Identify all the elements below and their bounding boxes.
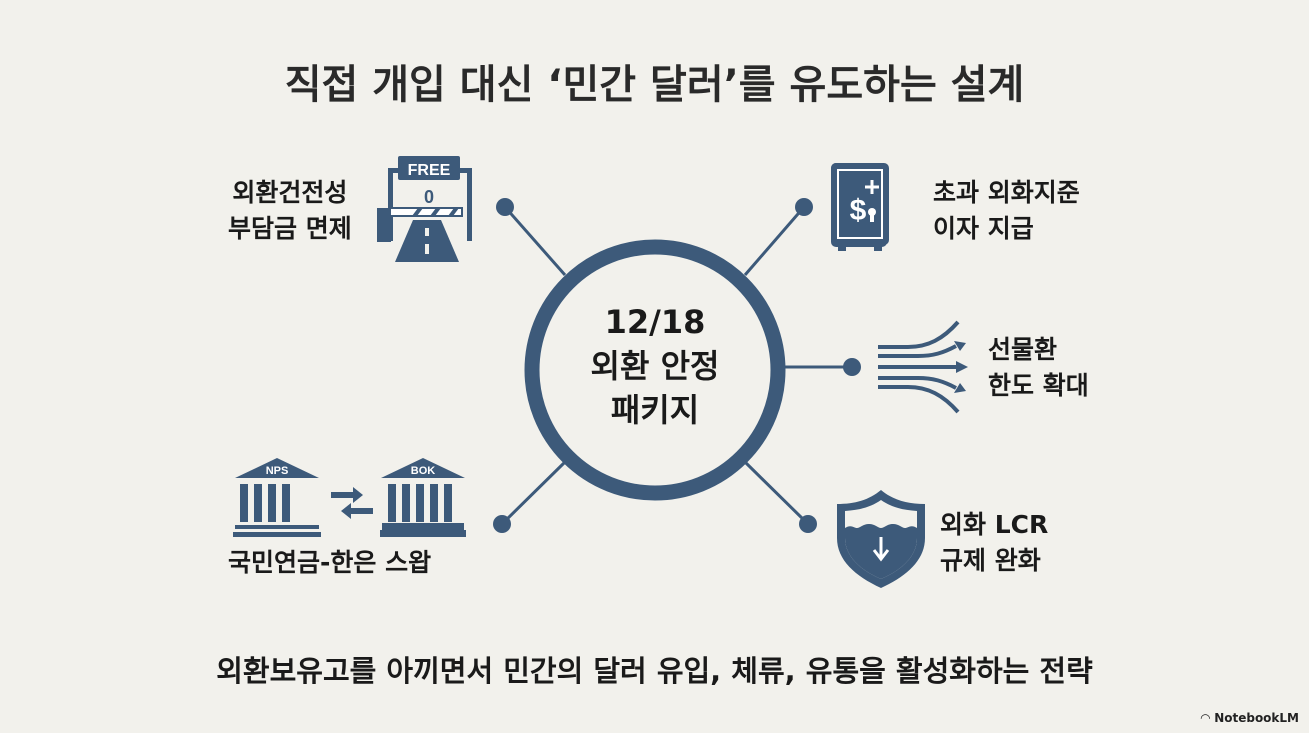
summary-caption: 외환보유고를 아끼면서 민간의 달러 유입, 체류, 유통을 활성화하는 전략 xyxy=(216,654,1093,688)
dollar-safe-icon: $ xyxy=(831,163,889,251)
node-label-line: 한도 확대 xyxy=(988,371,1089,400)
connector-line xyxy=(503,206,567,276)
node-fx-levy-exemption: 외환건전성 부담금 면제 xyxy=(228,175,352,247)
connector-dot xyxy=(493,515,511,533)
node-label-line: 국민연금-한은 스왑 xyxy=(228,548,432,577)
nps-label: NPS xyxy=(266,465,289,477)
node-label-line: 규제 완화 xyxy=(940,546,1041,575)
connector-line xyxy=(500,460,567,526)
svg-text:$: $ xyxy=(850,194,867,227)
node-forward-limit-expansion: 선물환 한도 확대 xyxy=(988,332,1089,404)
arrowheads xyxy=(954,341,968,393)
node-fx-lcr-easing: 외화 LCR 규제 완화 xyxy=(940,507,1048,579)
connector-dot xyxy=(496,198,514,216)
toll-value-text: 0 xyxy=(424,187,434,207)
bank-swap-icon xyxy=(233,458,466,537)
connector-line xyxy=(743,206,806,276)
node-nps-bok-swap: 국민연금-한은 스왑 xyxy=(228,545,431,581)
node-label-line: 외화 LCR xyxy=(940,510,1049,539)
center-ring xyxy=(524,239,786,501)
connector-dot xyxy=(799,515,817,533)
center-hub-label: 12/18 외환 안정 패키지 xyxy=(555,300,755,432)
node-excess-reserve-interest: 초과 외화지준 이자 지급 xyxy=(933,175,1080,247)
toll-sign-text: FREE xyxy=(408,162,451,179)
node-label-line: 초과 외화지준 xyxy=(933,178,1080,207)
node-label-line: 외환건전성 xyxy=(232,178,348,207)
node-label-line: 이자 지급 xyxy=(933,214,1034,243)
brand-icon: ◠ xyxy=(1200,711,1215,725)
connector-line xyxy=(743,460,810,526)
connector-dot xyxy=(795,198,813,216)
bok-label: BOK xyxy=(411,465,436,477)
brand-text: NotebookLM xyxy=(1214,711,1299,725)
center-line: 12/18 xyxy=(604,303,706,341)
center-line: 패키지 xyxy=(610,391,700,429)
center-line: 외환 안정 xyxy=(590,347,720,385)
node-label-line: 부담금 면제 xyxy=(228,214,352,243)
toll-gate-free-icon xyxy=(377,156,472,262)
shield-water-icon xyxy=(837,490,925,588)
page-title: 직접 개입 대신 ‘민간 달러’를 유도하는 설계 xyxy=(284,62,1025,108)
connector-dot xyxy=(843,358,861,376)
expanding-arrows-icon xyxy=(878,320,960,414)
node-label-line: 선물환 xyxy=(988,335,1058,364)
brand-watermark: ◠ NotebookLM xyxy=(1201,711,1299,725)
